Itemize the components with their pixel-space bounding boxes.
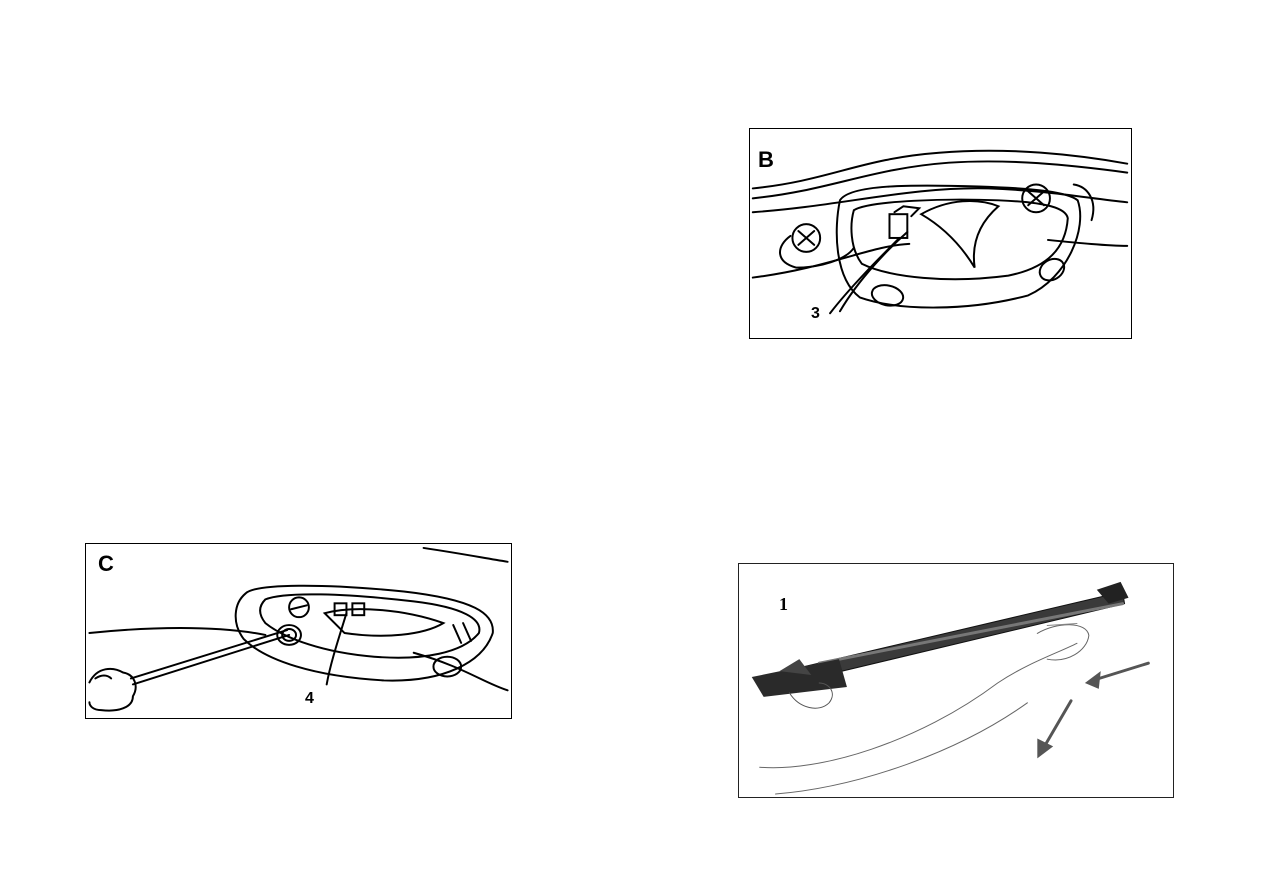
- figure-1-barrel-break: 1: [738, 563, 1174, 798]
- barrel-break-illustration: [751, 581, 1150, 795]
- figure-b-trigger-guard: B 3: [749, 128, 1132, 339]
- callout-number-4: 4: [305, 690, 314, 707]
- figure-label-1: 1: [779, 594, 788, 614]
- figure-label-b: B: [758, 147, 774, 172]
- figure-c-trigger-adjust: C 4: [85, 543, 512, 719]
- trigger-guard-illustration: [751, 149, 1129, 315]
- callout-number-3: 3: [811, 305, 820, 322]
- trigger-adjust-illustration: [88, 546, 509, 712]
- figure-label-c: C: [98, 551, 114, 576]
